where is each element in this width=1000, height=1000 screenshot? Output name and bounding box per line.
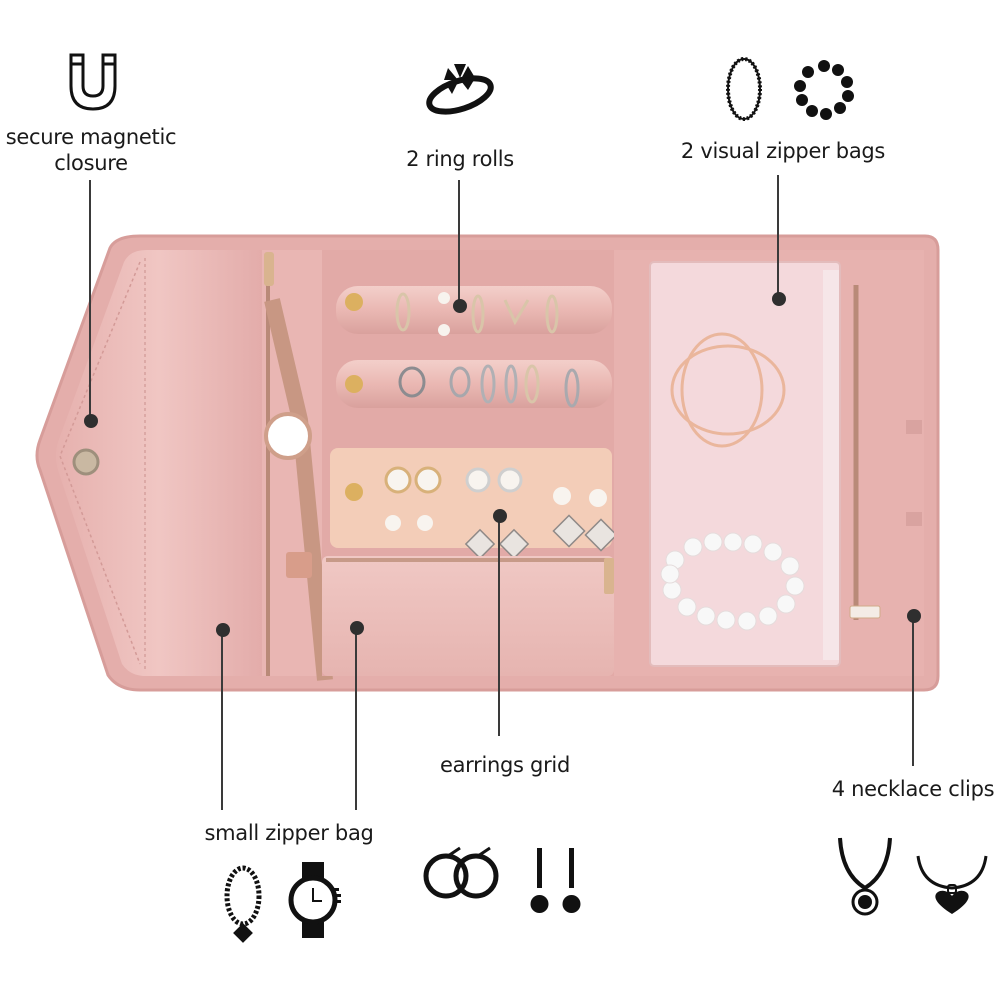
hoop-earrings-icon [423, 846, 499, 899]
dot-visual-bags [772, 292, 786, 306]
small-bag-label: small zipper bag [204, 821, 374, 845]
small-zipper-bag [322, 556, 614, 676]
pendant-necklace-icon [224, 865, 262, 943]
necklace-clips-label: 4 necklace clips [831, 777, 995, 801]
dot-ring-rolls [453, 299, 467, 313]
leader-ring-rolls [458, 180, 460, 305]
ring-rolls-label: 2 ring rolls [406, 147, 514, 171]
dot-earrings [493, 509, 507, 523]
bead-necklace-icon [726, 57, 762, 121]
leader-necklace-clips [912, 616, 914, 766]
magnet-icon [69, 53, 117, 111]
magnetic-snap [72, 448, 100, 476]
earrings-label: earrings grid [439, 753, 570, 777]
leader-earrings [498, 516, 500, 736]
ring-icon [426, 64, 494, 115]
dot-small-bag-right [350, 621, 364, 635]
visual-bags-label: 2 visual zipper bags [680, 139, 886, 163]
dot-magnetic [84, 414, 98, 428]
heart-pendant-icon [916, 855, 988, 914]
round-pendant-icon [838, 837, 892, 916]
dot-necklace-clips [907, 609, 921, 623]
watch-icon [288, 862, 341, 938]
magnetic-label: secure magnetic closure [5, 125, 177, 175]
bead-bracelet-icon [794, 60, 854, 120]
leader-visual-bags [777, 175, 779, 298]
leader-magnetic [89, 180, 91, 420]
flap-panel [56, 250, 262, 676]
watch-face [264, 412, 312, 460]
ring-roll-2 [336, 360, 612, 408]
leader-small-bag-right [355, 628, 357, 810]
drop-earrings-icon [530, 848, 581, 913]
leader-small-bag-left [221, 630, 223, 810]
dot-small-bag-left [216, 623, 230, 637]
